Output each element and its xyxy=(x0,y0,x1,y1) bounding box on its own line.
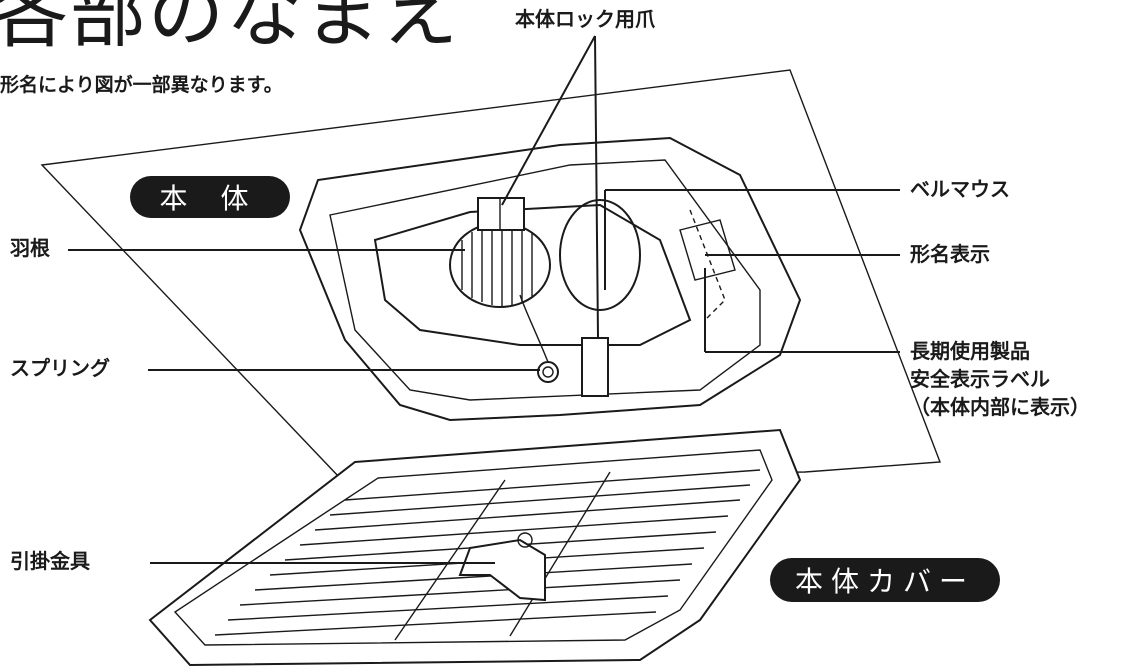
label-safety-line3: （本体内部に表示） xyxy=(910,395,1090,419)
ceiling-panel xyxy=(40,69,941,479)
lock-bracket xyxy=(581,337,609,397)
label-model-display: 形名表示 xyxy=(910,242,990,266)
spring-part xyxy=(519,294,559,383)
label-safety-line2: 安全表示ラベル xyxy=(910,367,1050,391)
label-spring: スプリング xyxy=(10,356,110,380)
leader-lines xyxy=(68,35,900,564)
page-title: 各部のなまえ xyxy=(0,0,460,58)
fan-blades xyxy=(449,222,551,308)
badge-cover: 本体カバー xyxy=(770,558,1000,602)
label-lock-claw: 本体ロック用爪 xyxy=(515,7,655,31)
lock-claw-part xyxy=(477,197,525,231)
label-fan: 羽根 xyxy=(10,236,50,260)
badge-main-body: 本 体 xyxy=(130,176,290,218)
label-bellmouth: ベルマウス xyxy=(910,177,1010,201)
page-subtitle: 形名により図が一部異なります。 xyxy=(0,74,283,96)
label-hook: 引掛金具 xyxy=(10,549,90,573)
model-display-panel xyxy=(679,219,736,281)
label-safety-line1: 長期使用製品 xyxy=(910,339,1030,363)
hook-part xyxy=(458,538,546,602)
bellmouth-ring xyxy=(559,199,641,311)
